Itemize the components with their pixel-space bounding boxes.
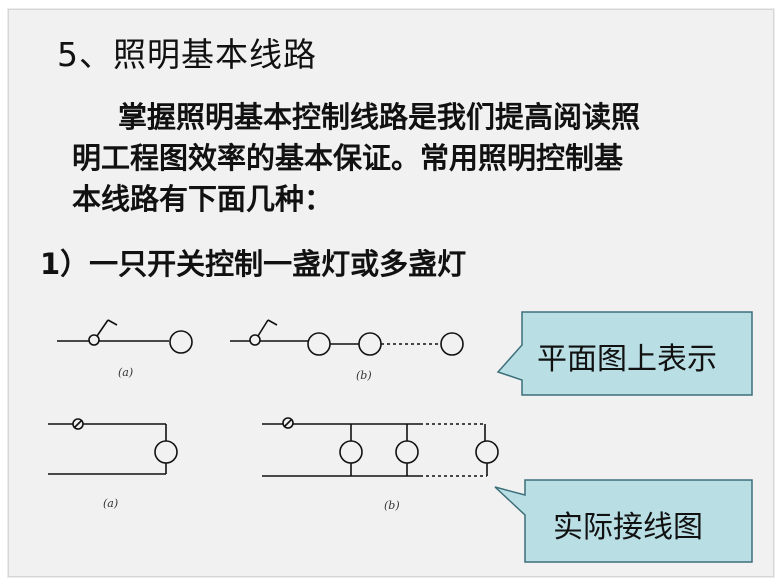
paragraph-line: 掌握照明基本控制线路是我们提高阅读照 (118, 100, 641, 134)
plan-diagram-b (230, 319, 464, 356)
intro-paragraph: 掌握照明基本控制线路是我们提高阅读照 明工程图效率的基本保证。常用照明控制基 本… (72, 97, 732, 220)
callout-plan-label: 平面图上表示 (537, 342, 717, 377)
caption-bottom-b: (b) (384, 499, 400, 512)
caption-bottom-a: (a) (103, 497, 119, 510)
callout-plan-shape (496, 311, 753, 396)
paragraph-line: 本线路有下面几种： (72, 182, 334, 216)
callout-wiring-shape (494, 479, 753, 563)
subheading: 1）一只开关控制一盏灯或多盏灯 (40, 247, 467, 281)
plan-diagram-a (57, 319, 193, 354)
wiring-diagram-a (48, 418, 178, 475)
caption-top-b: (b) (356, 369, 372, 382)
paragraph-line: 明工程图效率的基本保证。常用照明控制基 (72, 141, 624, 175)
caption-top-a: (a) (118, 366, 134, 379)
wiring-diagram-b (262, 417, 499, 477)
slide-title: 5、照明基本线路 (57, 35, 317, 74)
callout-wiring-label: 实际接线图 (553, 510, 703, 545)
